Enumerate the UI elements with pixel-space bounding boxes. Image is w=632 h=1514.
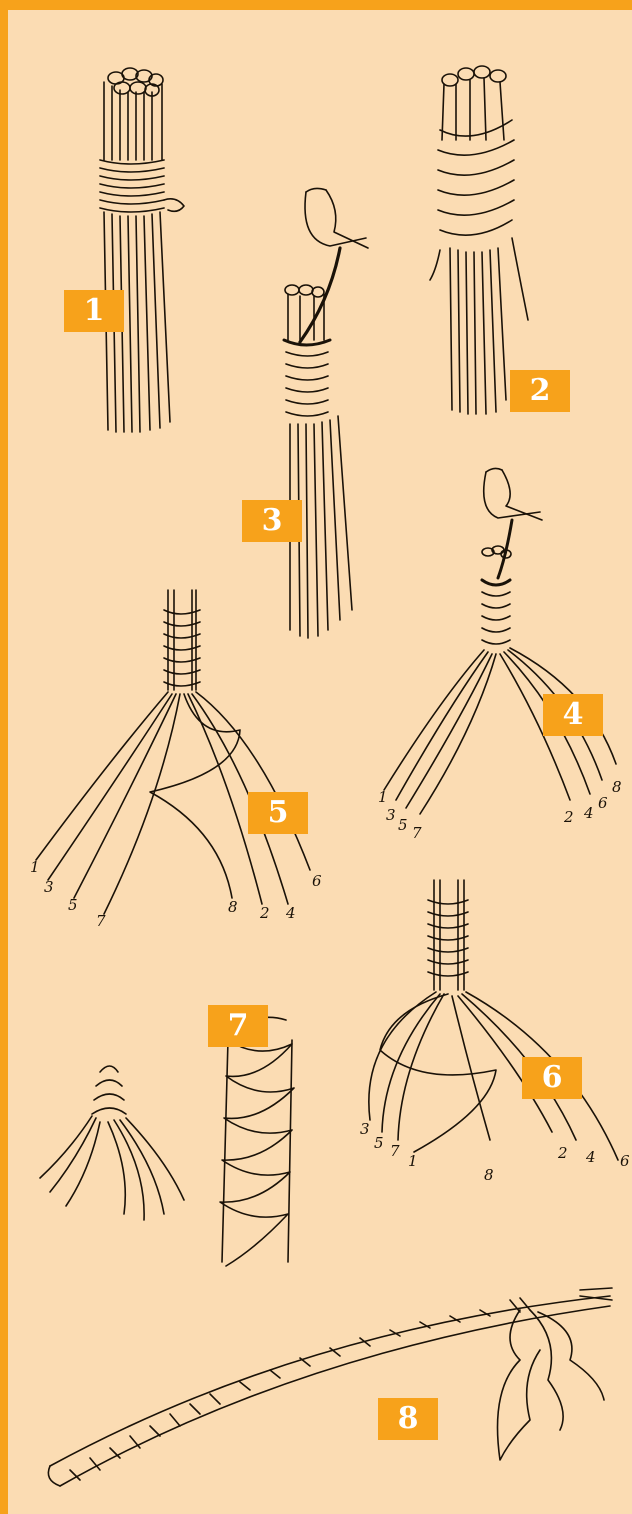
fig4-label-1: 1 bbox=[378, 788, 388, 806]
fig4-label-3: 3 bbox=[386, 806, 396, 824]
fig5-label-1: 1 bbox=[30, 858, 40, 876]
fig5-label-8: 8 bbox=[228, 898, 238, 916]
fig6-label-7: 7 bbox=[390, 1142, 400, 1160]
step-number-5: 5 bbox=[248, 792, 308, 834]
figure-4-fanned-strands bbox=[384, 468, 616, 814]
fig6-label-4: 4 bbox=[585, 1148, 596, 1166]
fig4-label-8: 8 bbox=[612, 778, 622, 796]
step-number-8: 8 bbox=[378, 1398, 438, 1440]
step-number-3: 3 bbox=[242, 500, 302, 542]
fig5-label-5: 5 bbox=[68, 896, 78, 914]
fig4-label-6: 6 bbox=[598, 794, 608, 812]
figure-5-weaving-strands bbox=[36, 590, 310, 914]
fig6-label-3: 3 bbox=[360, 1120, 370, 1138]
figure-8-braided-cord bbox=[48, 1288, 612, 1486]
fig6-label-8: 8 bbox=[484, 1166, 494, 1184]
step-number-2: 2 bbox=[510, 370, 570, 412]
fig5-label-2: 2 bbox=[259, 904, 270, 922]
step-number-4: 4 bbox=[543, 694, 603, 736]
figure-6-strand-labels: 3 5 7 1 8 2 4 6 bbox=[360, 1120, 630, 1184]
step-number-6: 6 bbox=[522, 1057, 582, 1099]
figure-2-spiral-wrap bbox=[430, 66, 528, 414]
step-number-1: 1 bbox=[64, 290, 124, 332]
fig5-label-3: 3 bbox=[44, 878, 54, 896]
figure-6-continued-weaving bbox=[369, 880, 618, 1160]
figure-7-braid-start bbox=[40, 1066, 184, 1220]
fig4-label-2: 2 bbox=[563, 808, 574, 826]
fig5-label-4: 4 bbox=[285, 904, 296, 922]
fig6-label-1: 1 bbox=[408, 1152, 418, 1170]
fig4-label-7: 7 bbox=[412, 824, 422, 842]
figure-3-needle-loop bbox=[284, 188, 368, 638]
fig4-label-4: 4 bbox=[583, 804, 594, 822]
step-number-7: 7 bbox=[208, 1005, 268, 1047]
figure-7-finished-braid bbox=[220, 1017, 294, 1266]
figure-4-strand-labels: 1 3 5 7 2 4 6 8 bbox=[378, 778, 622, 842]
fig4-label-5: 5 bbox=[398, 816, 408, 834]
figure-5-strand-labels: 1 3 5 7 8 2 4 6 bbox=[30, 858, 322, 930]
fig6-label-5: 5 bbox=[374, 1134, 384, 1152]
fig6-label-2: 2 bbox=[557, 1144, 568, 1162]
fig6-label-6: 6 bbox=[620, 1152, 630, 1170]
fig5-label-6: 6 bbox=[312, 872, 322, 890]
fig5-label-7: 7 bbox=[96, 912, 106, 930]
figure-1-wrapped-bundle bbox=[100, 68, 184, 432]
